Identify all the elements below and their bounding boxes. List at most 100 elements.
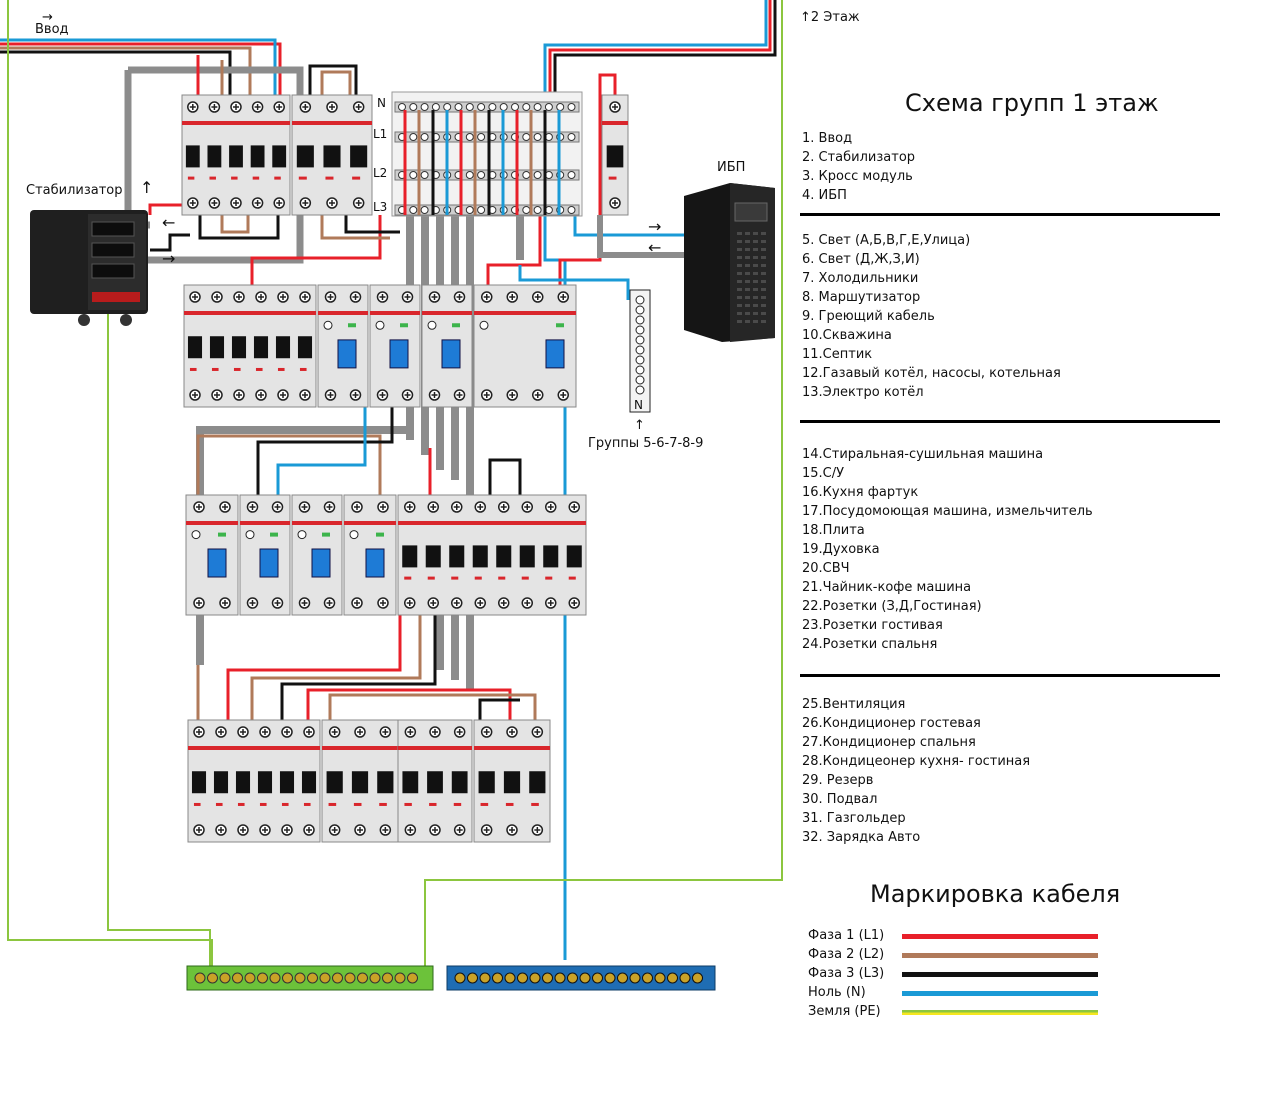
breaker-module — [343, 494, 397, 616]
group-item: 21.Чайник-кофе машина — [802, 580, 972, 595]
stabilizer-device — [30, 210, 148, 326]
group-item: 31. Газгольдер — [802, 811, 906, 826]
group-item: 16.Кухня фартук — [802, 485, 919, 500]
arrow-right-ups: → — [648, 217, 662, 236]
breaker-modules — [181, 91, 629, 843]
groups-title: Схема групп 1 этаж — [905, 89, 1159, 117]
group-item: 27.Кондиционер спальня — [802, 735, 976, 750]
breaker-module — [181, 94, 291, 216]
vvod-label: Ввод — [35, 22, 69, 37]
group-item: 14.Стиральная-сушильная машина — [802, 447, 1044, 462]
group-item: 8. Маршутизатор — [802, 290, 921, 305]
wire-top-3 — [320, 70, 352, 95]
wire-row3-l3 — [256, 405, 394, 495]
group-item: 6. Свет (Д,Ж,З,И) — [802, 252, 920, 267]
arrow-right-stabilizer: → — [162, 249, 176, 268]
cable-to-row3 — [196, 426, 410, 495]
arrow-up-groups: ↑ — [634, 418, 645, 433]
arrow-up-stabilizer: ↑ — [140, 178, 154, 197]
group-item: 10.Скважина — [802, 328, 892, 343]
wire-pe-right — [424, 0, 783, 970]
ups-device — [684, 183, 775, 342]
wire-stab-l3 — [150, 233, 190, 252]
bus-n-label: N — [377, 96, 386, 110]
wire-strip-n — [518, 265, 630, 300]
wire-top-out-2 — [220, 215, 250, 234]
group-item: 7. Холодильники — [802, 271, 919, 286]
wire-row3-l2 — [196, 434, 382, 495]
group-item: 2. Стабилизатор — [802, 150, 916, 165]
wire-row4-l1b — [306, 688, 512, 720]
arrow-left-stabilizer: ← — [162, 213, 176, 232]
wire-pe-stab — [107, 300, 211, 970]
group-item: 15.С/У — [802, 466, 845, 481]
breaker-module — [291, 494, 343, 616]
wire-ups-n — [573, 100, 685, 237]
legend-label: Фаза 2 (L2) — [808, 947, 885, 962]
strip-n-label: N — [634, 398, 643, 412]
bus-l3-label: L3 — [373, 200, 388, 214]
breaker-module — [369, 284, 421, 408]
wire-top-out — [198, 215, 280, 240]
group-item: 3. Кросс модуль — [802, 169, 913, 184]
wire-l1-feed — [0, 42, 282, 95]
breaker-module — [321, 719, 399, 843]
group-item: 22.Розетки (З,Д,Гостиная) — [802, 599, 982, 614]
bus-l2-label: L2 — [373, 166, 388, 180]
wire-pe-left — [7, 0, 213, 970]
wire-row4-l2c — [328, 693, 537, 720]
legend-swatch — [902, 972, 1098, 977]
breaker-module — [601, 94, 629, 216]
wire-top-4 — [308, 64, 358, 95]
legend-label: Ноль (N) — [808, 985, 866, 1000]
wire-stab-l1 — [148, 203, 188, 215]
legend-label: Земля (PE) — [808, 1004, 881, 1019]
breaker-module — [183, 284, 317, 408]
legend-label: Фаза 1 (L1) — [808, 928, 885, 943]
breaker-module — [473, 719, 551, 843]
breaker-module — [421, 284, 473, 408]
group-item: 11.Септик — [802, 347, 873, 362]
wire-row3-l3b — [488, 458, 522, 495]
wire-row4-l2b — [250, 615, 422, 720]
legend-swatch — [902, 991, 1098, 996]
floor2-label: ↑2 Этаж — [800, 10, 860, 25]
legend-label: Фаза 3 (L3) — [808, 966, 885, 981]
wire-l2-feed — [0, 46, 252, 95]
group-item: 32. Зарядка Авто — [802, 830, 921, 845]
legend-swatch — [902, 1010, 1098, 1015]
breaker-module — [291, 94, 373, 216]
breaker-module — [187, 719, 321, 843]
cable-stab-in — [124, 70, 150, 229]
group-item: 5. Свет (А,Б,В,Г,Е,Улица) — [802, 233, 971, 248]
devices — [30, 183, 775, 991]
arrow-right-vvod: → — [42, 10, 53, 25]
group-item: 12.Газавый котёл, насосы, котельная — [802, 366, 1061, 381]
group-item: 30. Подвал — [802, 792, 878, 807]
breaker-module — [239, 494, 291, 616]
group-item: 1. Ввод — [802, 131, 853, 146]
wire-row2-l1b — [486, 215, 542, 285]
wire-floor2-l3 — [553, 0, 777, 95]
legend-swatch — [902, 934, 1098, 939]
breaker-module — [317, 284, 369, 408]
breaker-module — [473, 284, 577, 408]
cable-vvod — [128, 66, 304, 95]
pe-busbar — [186, 965, 434, 991]
group-item: 17.Посудомоющая машина, измельчитель — [802, 504, 1093, 519]
divider — [800, 674, 1220, 677]
wire-row4-l3 — [280, 615, 437, 720]
wire-row3-n — [276, 405, 367, 495]
group-item: 26.Кондиционер гостевая — [802, 716, 981, 731]
ups-label: ИБП — [717, 160, 746, 175]
stabilizer-label: Стабилизатор — [26, 183, 123, 198]
wire-row4-l3b — [478, 698, 520, 720]
group-item: 4. ИБП — [802, 188, 847, 203]
group-item: 18.Плита — [802, 523, 865, 538]
groups-5-9-label: Группы 5-6-7-8-9 — [588, 436, 704, 451]
legend-swatch — [902, 953, 1098, 958]
breaker-module — [397, 719, 473, 843]
breaker-module — [185, 494, 239, 616]
group-item: 19.Духовка — [802, 542, 880, 557]
